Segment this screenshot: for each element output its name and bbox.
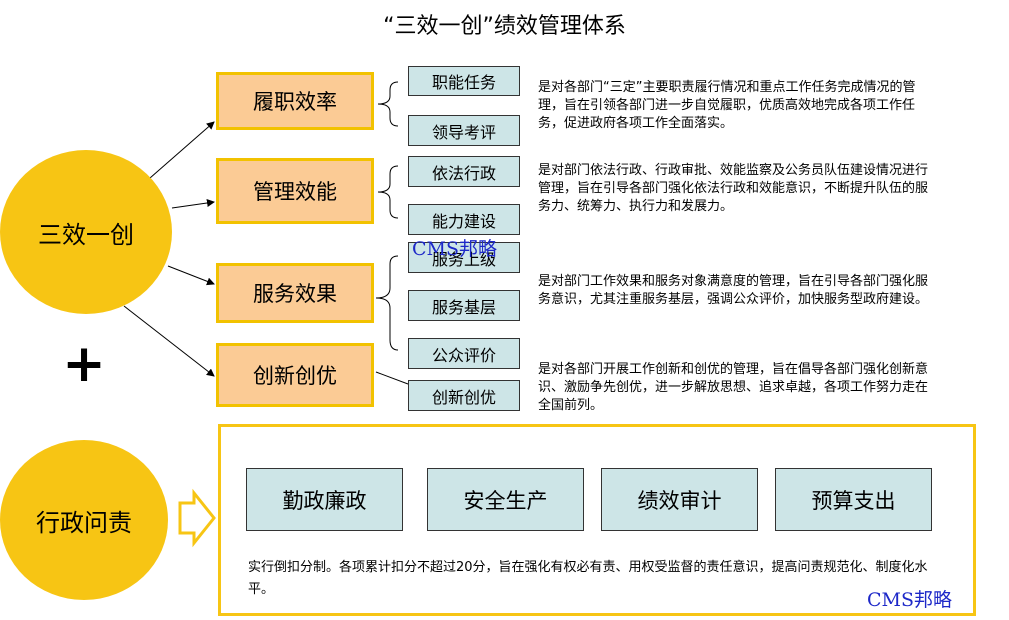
main-circle: 三效一创 xyxy=(0,150,172,314)
item-nengli-jianshe: 能力建设 xyxy=(408,204,520,235)
category-lvzhi: 履职效率 xyxy=(216,72,374,130)
accountability-item-anquan: 安全生产 xyxy=(427,468,584,531)
arrow-to-fuwu xyxy=(167,265,215,286)
category-chuangxin: 创新创优 xyxy=(216,343,374,407)
item-chuangxin-chuangyou: 创新创优 xyxy=(408,380,520,411)
brace-lvzhi xyxy=(377,81,399,127)
watermark-bottom: CMS邦略 xyxy=(867,589,953,611)
watermark-top: CMS邦略 xyxy=(412,238,498,260)
arrow-to-guanli xyxy=(171,199,215,209)
accountability-item-jixiao: 绩效审计 xyxy=(601,468,758,531)
description-chuangxin: 是对各部门开展工作创新和创优的管理，旨在倡导各部门强化创新意识、激励争先创优，进… xyxy=(538,362,929,413)
item-yifa-xingzheng: 依法行政 xyxy=(408,156,520,187)
accountability-panel: 勤政廉政 安全生产 绩效审计 预算支出 实行倒扣分制。各项累计扣分不超过20分，… xyxy=(218,424,976,616)
item-fuwu-shangji: 服务上级 xyxy=(408,242,520,273)
plus-symbol: + xyxy=(62,334,106,394)
arrow-to-lvzhi xyxy=(149,121,215,179)
item-fuwu-jiceng: 服务基层 xyxy=(408,290,520,321)
accountability-circle: 行政问责 xyxy=(0,440,168,600)
description-guanli: 是对部门依法行政、行政审批、效能监察及公务员队伍建设情况进行管理，旨在引导各部门… xyxy=(538,163,929,214)
brace-fuwu xyxy=(375,255,399,351)
connector-chuangxin xyxy=(375,371,409,385)
description-fuwu: 是对部门工作效果和服务对象满意度的管理，旨在引导各部门强化服务意识，尤其注重服务… xyxy=(538,274,929,307)
description-lvzhi: 是对各部门“三定”主要职责履行情况和重点工作任务完成情况的管理，旨在引领各部门进… xyxy=(538,80,916,131)
hollow-arrow-icon xyxy=(178,488,216,548)
arrow-to-chuangxin xyxy=(123,305,215,377)
accountability-item-yusuan: 预算支出 xyxy=(775,468,932,531)
item-gongzhong-pingjia: 公众评价 xyxy=(408,338,520,369)
accountability-description: 实行倒扣分制。各项累计扣分不超过20分，旨在强化有权必有责、用权受监督的责任意识… xyxy=(248,560,928,597)
item-lingdao-kaoping: 领导考评 xyxy=(408,115,520,146)
category-fuwu: 服务效果 xyxy=(216,263,374,323)
page-title: “三效一创”绩效管理体系 xyxy=(383,14,626,39)
brace-guanli xyxy=(377,165,399,219)
accountability-item-qinzheng: 勤政廉政 xyxy=(246,468,403,531)
category-guanli: 管理效能 xyxy=(216,158,374,224)
item-zhineng-renwu: 职能任务 xyxy=(408,66,520,96)
